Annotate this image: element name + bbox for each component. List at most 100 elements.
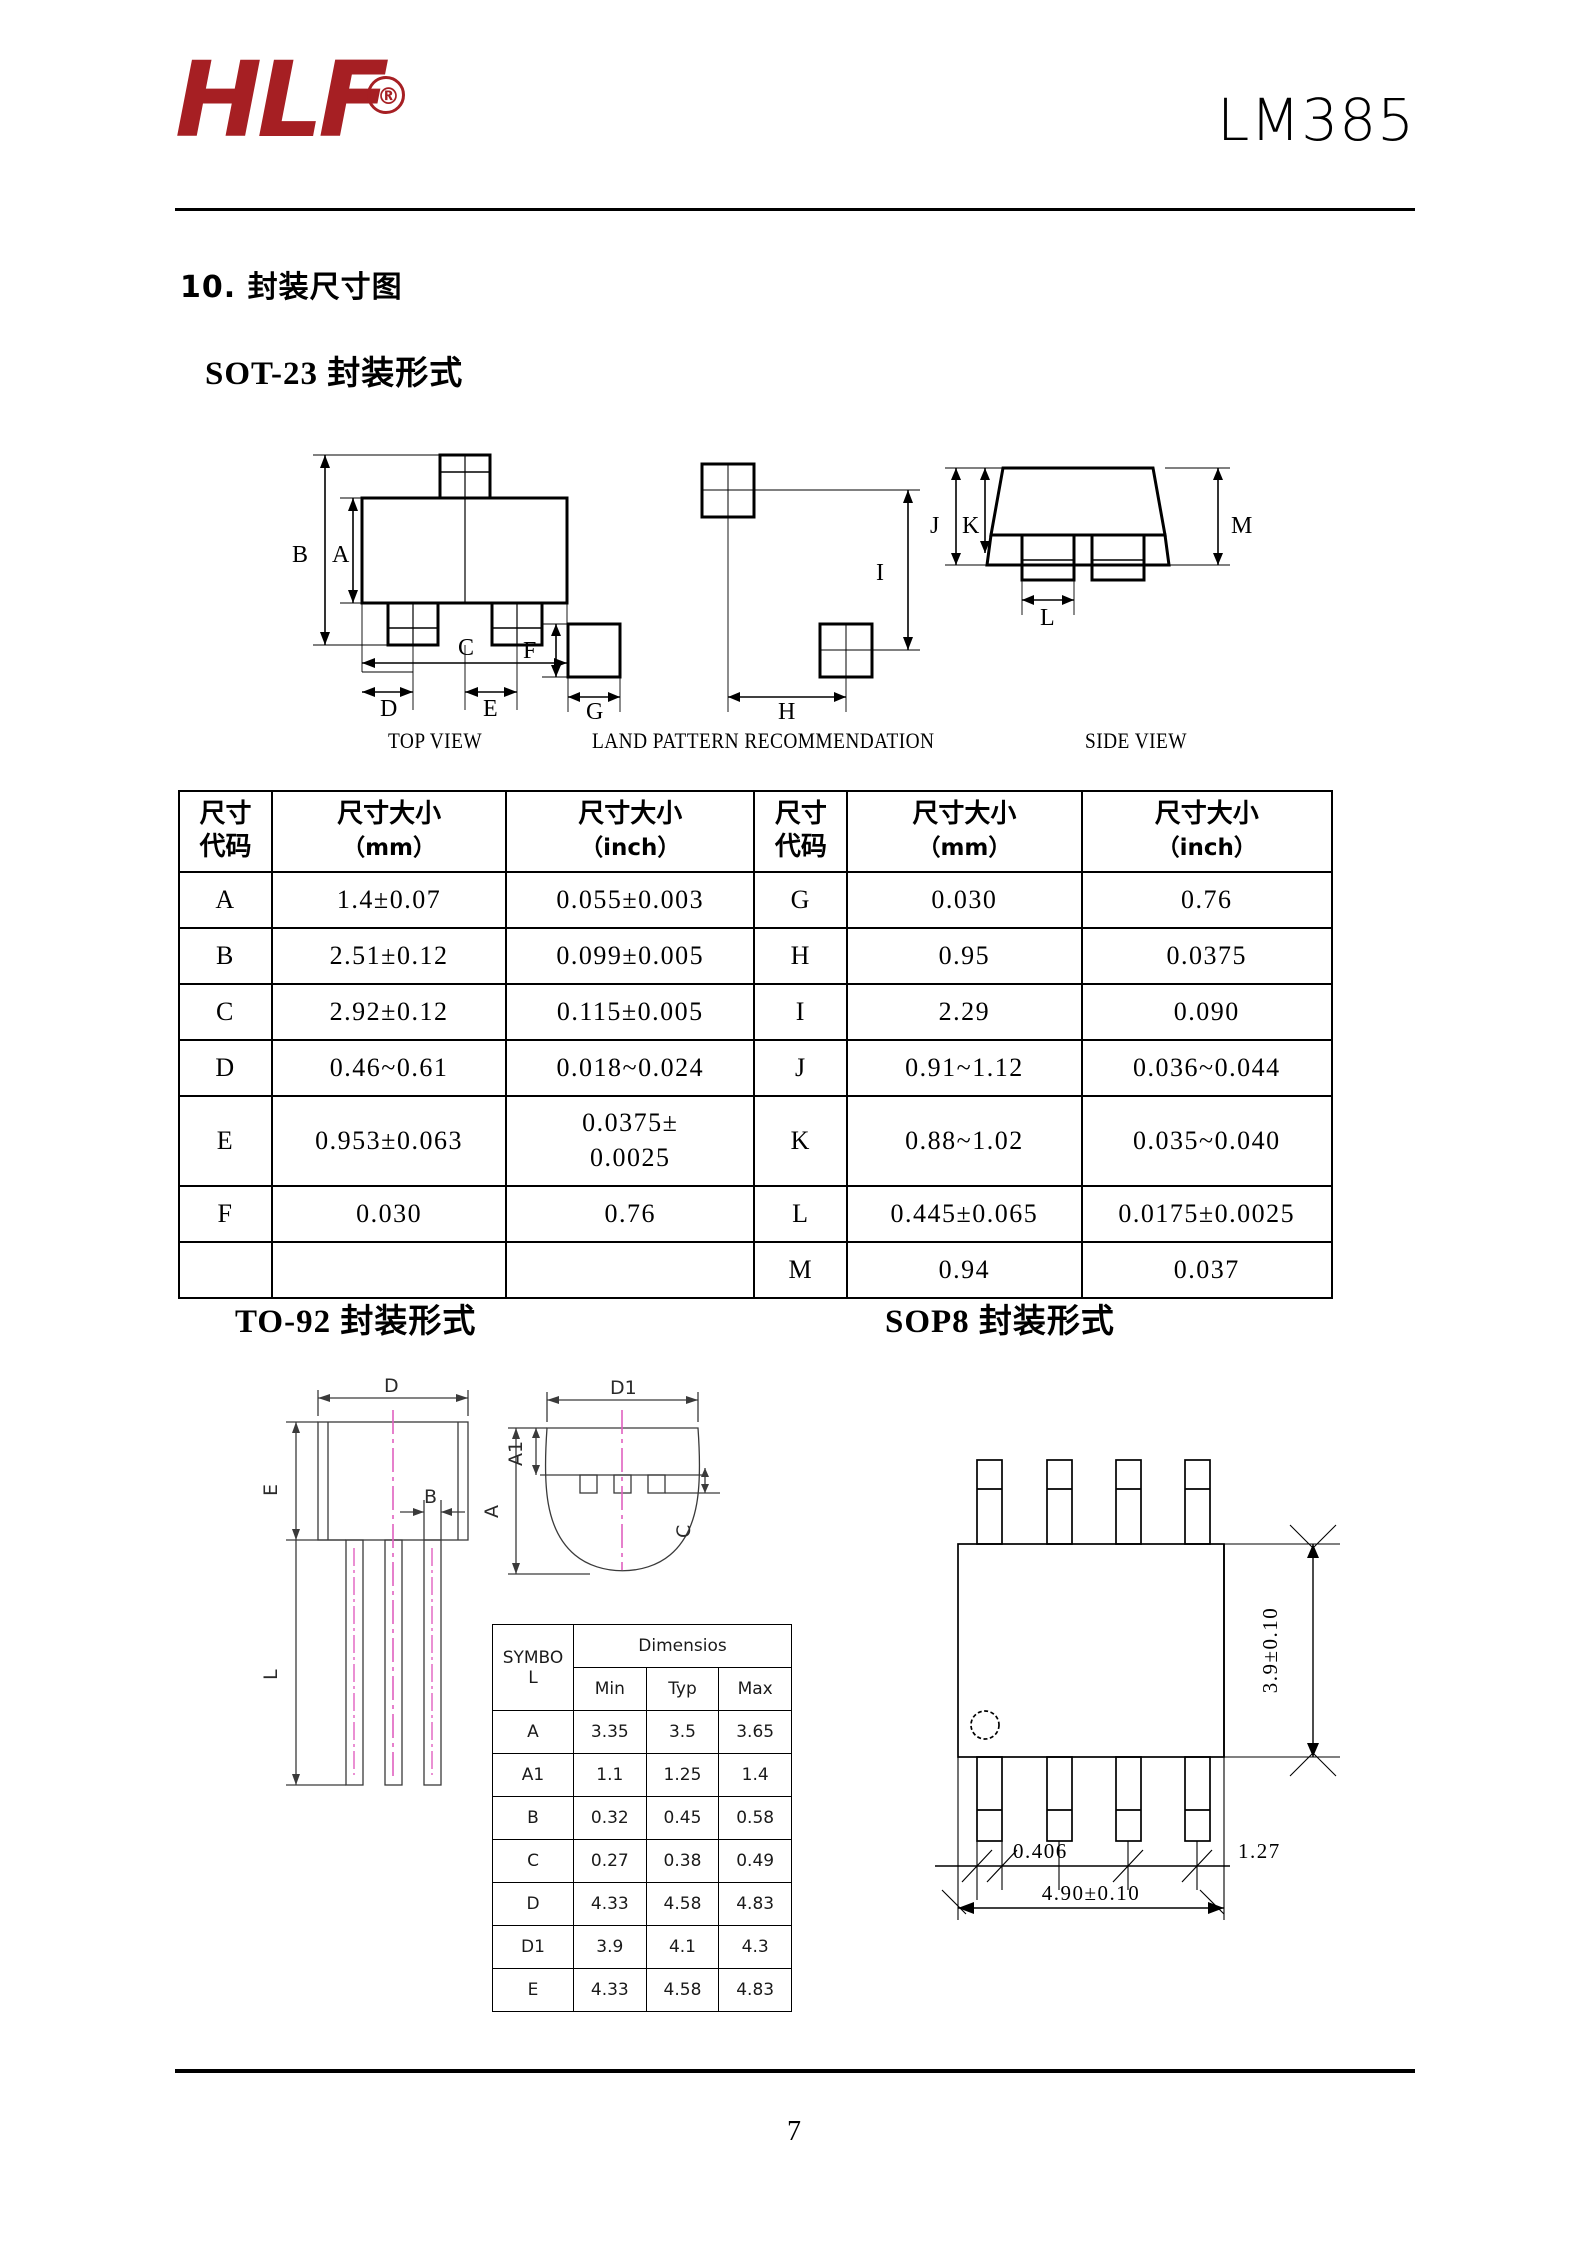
cell-inch: 0.0375± 0.0025 [505, 1094, 756, 1187]
cell-inch: 0.036~0.044 [1080, 1038, 1334, 1097]
cell-inch: 0.055±0.003 [505, 870, 756, 929]
sop8-heading: SOP8 封装形式 [885, 1304, 1115, 1340]
cell-code: K [753, 1094, 849, 1187]
cell-mm: 0.94 [846, 1240, 1083, 1299]
to92-callout-d1: D1 [610, 1377, 637, 1399]
table-row: C 0.27 0.38 0.49 [492, 1839, 792, 1883]
cell-typ: 1.25 [645, 1753, 720, 1797]
hlf-logo: HLF ® [175, 48, 405, 152]
cell-inch: 0.018~0.024 [505, 1038, 756, 1097]
sot23-view-labels: TOP VIEW LAND PATTERN RECOMMENDATION SID… [280, 728, 1300, 758]
cell-symbol: D1 [492, 1925, 574, 1969]
cell-inch: 0.76 [1080, 870, 1334, 929]
table-row: E 0.953±0.063 0.0375± 0.0025 K 0.88~1.02… [178, 1094, 1334, 1187]
callout-f: F [523, 638, 536, 664]
to92-callout-d: D [384, 1375, 399, 1397]
cell-max: 4.83 [718, 1968, 792, 2012]
cell-typ: 4.58 [645, 1882, 720, 1926]
cell-mm: 2.92±0.12 [270, 982, 508, 1041]
cell-typ: 0.38 [645, 1839, 720, 1883]
cell-mm: 0.445±0.065 [846, 1184, 1083, 1243]
callout-l: L [1040, 605, 1055, 631]
cell-typ: 0.45 [645, 1796, 720, 1840]
cell-symbol: D [492, 1882, 574, 1926]
cell-max: 4.83 [718, 1882, 792, 1926]
callout-j: J [930, 513, 939, 539]
cell-code: J [753, 1038, 849, 1097]
cell-typ: 4.58 [645, 1968, 720, 2012]
sot23-drawings: B A C D E F G H I J K M L [280, 420, 1300, 720]
table-row: D 4.33 4.58 4.83 [492, 1882, 792, 1926]
cell-mm: 2.29 [846, 982, 1083, 1041]
sot23-heading: SOT-23 封装形式 [205, 356, 464, 392]
cell-code: M [753, 1240, 849, 1299]
registered-trademark-icon: ® [367, 76, 405, 114]
table-row: D 0.46~0.61 0.018~0.024 J 0.91~1.12 0.03… [178, 1038, 1334, 1097]
cell-typ: 3.5 [645, 1710, 720, 1754]
cell-min: 0.32 [573, 1796, 647, 1840]
cell-mm: 0.95 [846, 926, 1083, 985]
cell-code: A [178, 870, 273, 929]
cell-code: C [178, 982, 273, 1041]
header-inch-1: 尺寸大小 （inch） [505, 790, 756, 873]
callout-h: H [778, 699, 795, 720]
cell-mm: 0.030 [846, 870, 1083, 929]
logo-text: HLF [175, 39, 389, 161]
page-title: 10. 封装尺寸图 [180, 270, 403, 305]
cell-inch: 0.035~0.040 [1080, 1094, 1334, 1187]
callout-a: A [332, 542, 350, 568]
to92-callout-a1: A1 [505, 1441, 527, 1466]
cell-mm: 0.46~0.61 [270, 1038, 508, 1097]
cell-inch: 0.76 [505, 1184, 756, 1243]
callout-k: K [962, 513, 980, 539]
table-row: B 0.32 0.45 0.58 [492, 1796, 792, 1840]
cell-code [178, 1240, 273, 1299]
callout-g: G [586, 699, 603, 720]
table-row: C 2.92±0.12 0.115±0.005 I 2.29 0.090 [178, 982, 1334, 1041]
cell-min: 3.35 [573, 1710, 647, 1754]
callout-m: M [1231, 513, 1252, 539]
cell-mm: 0.030 [270, 1184, 508, 1243]
callout-c: C [458, 635, 474, 661]
cell-inch [505, 1240, 756, 1299]
sop8-pitch-dim: 1.27 [1238, 1839, 1281, 1863]
cell-symbol: C [492, 1839, 574, 1883]
cell-symbol: A [492, 1710, 574, 1754]
page-number: 7 [787, 2116, 801, 2147]
cell-inch: 0.0375 [1080, 926, 1334, 985]
to92-callout-c: C [673, 1525, 695, 1538]
table-row: A 1.4±0.07 0.055±0.003 G 0.030 0.76 [178, 870, 1334, 929]
to92-heading: TO-92 封装形式 [235, 1304, 477, 1340]
side-view-label: SIDE VIEW [1085, 728, 1188, 753]
cell-symbol: B [492, 1796, 574, 1840]
to92-col-typ: Typ [645, 1667, 720, 1711]
table-row: B 2.51±0.12 0.099±0.005 H 0.95 0.0375 [178, 926, 1334, 985]
to92-callout-b: B [424, 1486, 437, 1508]
header-inch-2: 尺寸大小 （inch） [1080, 790, 1334, 873]
cell-mm: 0.88~1.02 [846, 1094, 1083, 1187]
table-row: A 3.35 3.5 3.65 [492, 1710, 792, 1754]
cell-code: B [178, 926, 273, 985]
cell-symbol: A1 [492, 1753, 574, 1797]
sop8-length-dim: 4.90±0.10 [1042, 1881, 1141, 1905]
to92-dimensions-header: Dimensios [573, 1624, 792, 1668]
cell-inch: 0.0175±0.0025 [1080, 1184, 1334, 1243]
header-mm-1: 尺寸大小 （mm） [270, 790, 508, 873]
cell-max: 0.58 [718, 1796, 792, 1840]
callout-i: I [876, 560, 884, 586]
to92-symbol-header: SYMBO L [492, 1624, 574, 1711]
callout-d: D [380, 696, 397, 720]
table-row: F 0.030 0.76 L 0.445±0.065 0.0175±0.0025 [178, 1184, 1334, 1243]
sot23-dimension-table: 尺寸 代码 尺寸大小 （mm） 尺寸大小 （inch） 尺寸 代码 尺寸大小 [178, 790, 1334, 1299]
sop8-lead-width-dim: 0.406 [1013, 1839, 1068, 1863]
part-number: LM385 [1216, 86, 1415, 154]
cell-max: 1.4 [718, 1753, 792, 1797]
to92-dimension-table: SYMBO L Dimensios Min Typ Max A 3.35 3.5… [492, 1624, 792, 2012]
cell-mm: 2.51±0.12 [270, 926, 508, 985]
table-row: M 0.94 0.037 [178, 1240, 1334, 1299]
cell-code: L [753, 1184, 849, 1243]
cell-min: 4.33 [573, 1882, 647, 1926]
to92-col-max: Max [718, 1667, 792, 1711]
cell-inch: 0.099±0.005 [505, 926, 756, 985]
land-pattern-label: LAND PATTERN RECOMMENDATION [592, 728, 935, 753]
